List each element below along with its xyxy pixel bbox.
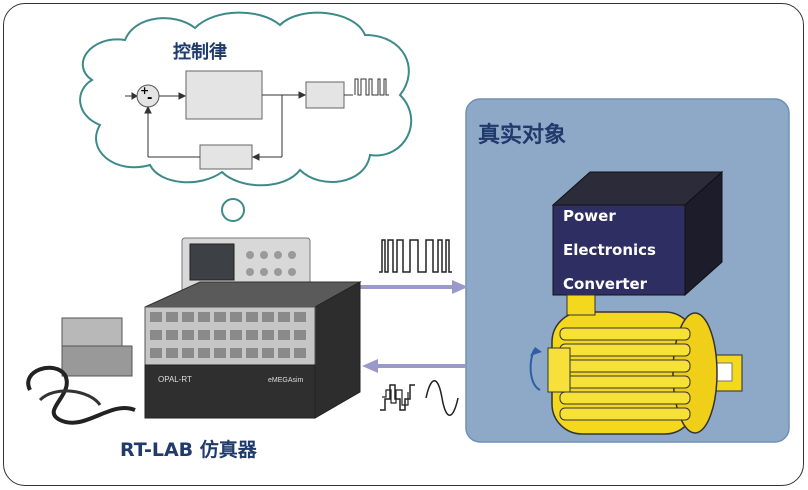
pwm-signal-small (354, 78, 389, 96)
converter-front (552, 204, 686, 296)
modulator-block (305, 81, 345, 109)
cooling-fin (559, 359, 691, 373)
converter-label-line: Power (563, 207, 616, 225)
controller-block (185, 70, 263, 120)
oscilloscope-screen (189, 243, 235, 281)
power-electronics-converter (551, 170, 724, 316)
feedback-arrowhead (362, 359, 378, 373)
motor-illustration (529, 311, 743, 435)
cooling-fin (559, 375, 691, 389)
signal-arrows (358, 239, 468, 416)
converter-label-line: Electronics (563, 241, 656, 259)
pwm-signal-icon (379, 239, 452, 273)
control-law-title: 控制律 (173, 42, 227, 63)
simulator-title: RT-LAB 仿真器 (120, 439, 257, 461)
sum-minus-sign: - (147, 91, 153, 106)
interface-module (61, 317, 123, 347)
cooling-fin (559, 343, 691, 357)
motor-front-rim (547, 347, 571, 393)
pwm-arrowhead (452, 280, 468, 294)
rt-lab-simulator-image: OPAL-RT eMEGAsim (26, 237, 362, 425)
chassis-front (144, 364, 316, 419)
cooling-fin (559, 391, 691, 405)
sine-signal-icon (425, 380, 459, 416)
thought-bubble-dot (221, 198, 245, 222)
quantized-signal-icon (380, 384, 415, 411)
real-plant-title: 真实对象 (478, 123, 567, 148)
converter-label-line: Converter (563, 275, 648, 293)
input-arrowhead (131, 92, 138, 100)
converter-connector (566, 294, 596, 316)
cooling-fin (559, 327, 691, 341)
control-loop-diagram (125, 70, 389, 170)
sensor-block (199, 144, 253, 170)
cooling-fin (559, 407, 691, 421)
opal-rt-logo: OPAL-RT (158, 375, 192, 384)
emegasim-logo: eMEGAsim (268, 377, 304, 384)
cable-harness (26, 365, 136, 425)
sum-plus-sign: + (140, 84, 150, 97)
